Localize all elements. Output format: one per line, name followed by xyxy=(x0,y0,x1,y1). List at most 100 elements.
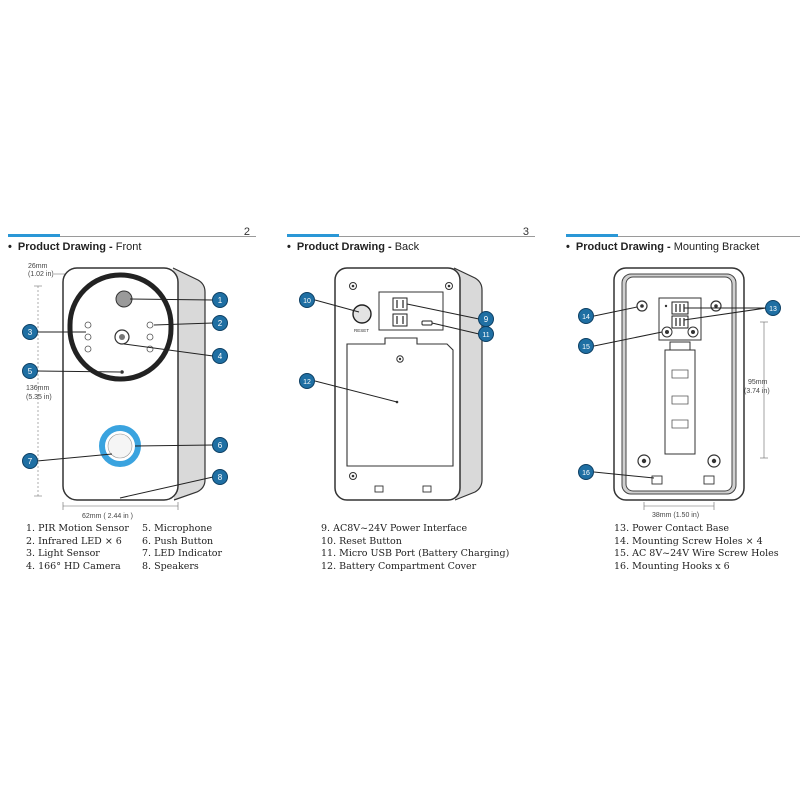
title-main: Product Drawing - xyxy=(575,241,671,253)
title-main: Product Drawing - xyxy=(296,241,392,253)
back-drawing-panel: 3 • Product Drawing - Back RESET xyxy=(287,222,535,582)
legend-column-left: 1. PIR Motion Sensor 2. Infrared LED × 6… xyxy=(26,523,129,573)
callout-5: 5 xyxy=(22,363,38,379)
power-interface-block xyxy=(378,291,444,331)
legend-item: 7. LED Indicator xyxy=(142,548,223,560)
reset-button xyxy=(352,304,372,324)
svg-text:8: 8 xyxy=(218,473,223,482)
legend-item: 14. Mounting Screw Holes × 4 xyxy=(614,535,763,547)
reset-label: RESET xyxy=(354,328,369,333)
legend-item: 4. 166° HD Camera xyxy=(26,560,121,572)
legend-item: 15. AC 8V~24V Wire Screw Holes xyxy=(614,548,779,560)
svg-text:16: 16 xyxy=(582,470,590,477)
ir-led xyxy=(84,333,92,341)
svg-text:4: 4 xyxy=(218,352,223,361)
page-number: 3 xyxy=(522,226,529,238)
callout-2: 2 xyxy=(212,315,228,331)
callout-12: 12 xyxy=(299,373,315,389)
hook-slot xyxy=(374,485,384,493)
wire-channel xyxy=(664,349,696,455)
legend-column-right: 5. Microphone 6. Push Button 7. LED Indi… xyxy=(142,523,222,573)
legend-item: 5. Microphone xyxy=(142,523,213,534)
callout-1: 1 xyxy=(212,292,228,308)
svg-text:1: 1 xyxy=(218,296,223,305)
legend-item: 16. Mounting Hooks x 6 xyxy=(614,560,730,572)
callout-4: 4 xyxy=(212,348,228,364)
svg-text:11: 11 xyxy=(482,332,489,339)
callout-7: 7 xyxy=(22,453,38,469)
microphone-hole xyxy=(120,370,124,374)
height-mm-label: 136mm xyxy=(26,385,50,392)
legend-item: 3. Light Sensor xyxy=(26,548,100,560)
svg-text:2: 2 xyxy=(218,319,223,328)
svg-text:3: 3 xyxy=(28,328,33,337)
callout-9: 9 xyxy=(478,311,494,327)
legend-item: 6. Push Button xyxy=(142,535,214,547)
callout-6: 6 xyxy=(212,437,228,453)
section-title: • Product Drawing - Back xyxy=(287,241,419,253)
ir-led xyxy=(84,321,92,329)
height-in-label: (3.74 in) xyxy=(744,388,770,395)
section-title: • Product Drawing - Front xyxy=(8,241,141,253)
ir-led xyxy=(146,321,154,329)
accent-bar xyxy=(566,234,618,237)
legend-item: 2. Infrared LED × 6 xyxy=(26,535,122,547)
svg-text:6: 6 xyxy=(218,441,223,450)
hook-slot xyxy=(422,485,432,493)
callout-13: 13 xyxy=(765,300,781,316)
svg-text:10: 10 xyxy=(303,298,311,305)
callout-8: 8 xyxy=(212,469,228,485)
battery-cover xyxy=(346,337,454,467)
header-rule xyxy=(287,236,535,237)
width-label: 62mm ( 2.44 in ) xyxy=(82,513,133,520)
back-doorbell-drawing: RESET 9 10 11 xyxy=(299,267,494,501)
svg-text:5: 5 xyxy=(28,367,33,376)
header-rule xyxy=(566,236,800,237)
section-title: • Product Drawing - Mounting Bracket xyxy=(566,241,759,253)
legend-item: 9. AC8V~24V Power Interface xyxy=(321,523,468,534)
depth-in-label: (1.02 in) xyxy=(28,271,54,278)
callout-3: 3 xyxy=(22,324,38,340)
legend-item: 12. Battery Compartment Cover xyxy=(321,560,477,572)
svg-text:9: 9 xyxy=(484,315,489,324)
svg-text:7: 7 xyxy=(28,457,33,466)
legend-item: 10. Reset Button xyxy=(321,535,402,547)
callout-14: 14 xyxy=(578,308,594,324)
svg-text:14: 14 xyxy=(582,314,590,321)
callout-15: 15 xyxy=(578,338,594,354)
ir-led xyxy=(146,333,154,341)
height-mm-label: 95mm xyxy=(748,379,768,386)
title-bullet: • xyxy=(287,241,291,253)
bracket-drawing-panel: 4 • Product Drawing - Mounting Bracket xyxy=(566,222,800,582)
mounting-hook xyxy=(703,475,715,485)
device-side xyxy=(453,267,483,501)
depth-mm-label: 26mm xyxy=(28,263,48,270)
callout-10: 10 xyxy=(299,292,315,308)
callout-16: 16 xyxy=(578,464,594,480)
power-terminal xyxy=(392,313,408,327)
svg-text:15: 15 xyxy=(582,344,590,351)
bracket-drawing: 95mm (3.74 in) 38mm (1.50 in) 13 14 15 1… xyxy=(578,267,781,519)
ir-led xyxy=(84,345,92,353)
title-sub: Back xyxy=(394,241,420,253)
title-bullet: • xyxy=(566,241,570,253)
pir-sensor xyxy=(115,290,133,308)
front-drawing-panel: 2 • Product Drawing - Front 26mm (1.02 i… xyxy=(8,222,256,582)
device-side xyxy=(172,267,206,501)
callout-11: 11 xyxy=(478,326,494,342)
header-rule xyxy=(8,236,256,237)
legend-item: 1. PIR Motion Sensor xyxy=(26,523,129,534)
micro-usb-port xyxy=(421,320,433,326)
svg-text:13: 13 xyxy=(769,306,777,313)
front-doorbell-drawing: 26mm (1.02 in) 136mm (5.35 in) 62mm ( 2.… xyxy=(22,263,228,520)
camera-window xyxy=(67,272,174,382)
title-sub: Front xyxy=(115,241,142,253)
width-label: 38mm (1.50 in) xyxy=(652,512,699,519)
accent-bar xyxy=(8,234,60,237)
title-bullet: • xyxy=(8,241,12,253)
legend-item: 11. Micro USB Port (Battery Charging) xyxy=(321,548,510,560)
legend-column: 9. AC8V~24V Power Interface 10. Reset Bu… xyxy=(321,523,509,573)
legend-column: 13. Power Contact Base 14. Mounting Scre… xyxy=(614,523,779,573)
svg-text:12: 12 xyxy=(303,379,311,386)
height-in-label: (5.35 in) xyxy=(26,394,52,401)
